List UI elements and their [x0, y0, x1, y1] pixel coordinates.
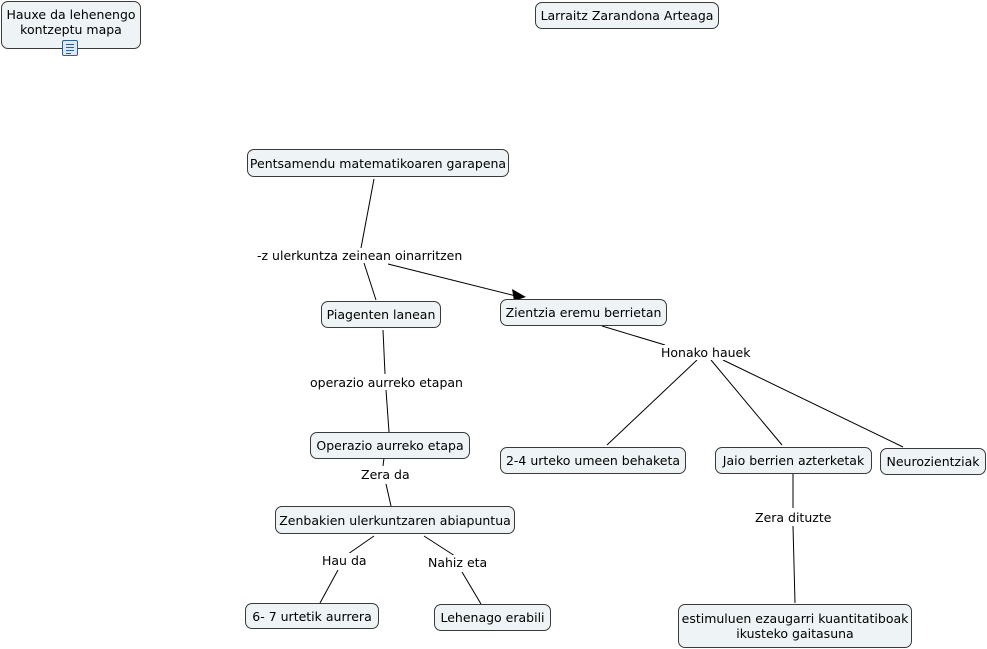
concept-umeak[interactable]: 2-4 urteko umeen behaketa — [500, 447, 686, 474]
link-label-ulerkuntza: -z ulerkuntza zeinean oinarritzen — [255, 248, 465, 263]
arrowhead — [512, 289, 526, 301]
map-title-line-1: Hauxe da lehenengo — [6, 7, 136, 22]
concept-lehenago-text: Lehenago erabili — [440, 610, 545, 625]
author-node[interactable]: Larraitz Zarandona Arteaga — [535, 2, 719, 29]
line-piaget-to-label — [382, 329, 386, 375]
map-title-line-2: kontzeptu mapa — [20, 22, 122, 37]
line-operazio-to-zeradalabel — [382, 457, 385, 467]
line-honakolabel-to-umeak — [606, 359, 698, 446]
concept-estimulu-line-1: estimuluen ezaugarri kuantitatiboak — [681, 611, 909, 626]
concept-adina[interactable]: 6- 7 urtetik aurrera — [245, 603, 379, 629]
line-nahizlabel-to-lehenago — [461, 571, 482, 605]
concept-adina-text: 6- 7 urtetik aurrera — [252, 608, 372, 624]
concept-operazio-etapa[interactable]: Operazio aurreko etapa — [310, 432, 470, 459]
concept-neuro[interactable]: Neurozientziak — [880, 448, 986, 475]
concept-zenbaki[interactable]: Zenbakien ulerkuntzaren abiapuntua — [275, 506, 515, 534]
concept-neuro-text: Neurozientziak — [886, 454, 980, 469]
link-label-zera-da: Zera da — [359, 467, 412, 482]
line-zientzia-to-honakolabel — [601, 325, 666, 346]
line-zeraditlabel-to-estimulu — [792, 525, 796, 604]
author-text: Larraitz Zarandona Arteaga — [540, 8, 714, 23]
concept-lehenago[interactable]: Lehenago erabili — [434, 604, 551, 631]
line-label-to-piaget — [363, 262, 377, 301]
concept-jaio[interactable]: Jaio berrien azterketak — [715, 447, 872, 474]
line-root-to-label — [360, 178, 375, 249]
concept-piaget[interactable]: Piagenten lanean — [321, 301, 441, 328]
concept-estimulu-line-2: ikusteko gaitasuna — [736, 626, 854, 641]
line-honakolabel-to-jaio — [710, 359, 783, 446]
line-zeradalabel-to-zenbaki — [385, 483, 392, 507]
line-honakolabel-to-neuro — [722, 359, 904, 448]
concept-zientzia[interactable]: Zientzia eremu berrietan — [500, 299, 667, 326]
link-label-hau-da: Hau da — [320, 553, 369, 568]
line-label-to-zientzia — [387, 263, 517, 297]
document-icon[interactable] — [62, 40, 78, 56]
concept-zientzia-text: Zientzia eremu berrietan — [505, 305, 662, 320]
line-haudalabel-to-adina — [319, 569, 339, 604]
line-zenbaki-to-haudalabel — [347, 535, 375, 555]
concept-jaio-text: Jaio berrien azterketak — [722, 453, 865, 468]
concept-root[interactable]: Pentsamendu matematikoaren garapena — [247, 149, 509, 177]
line-zenbaki-to-nahizlabel — [423, 535, 456, 557]
link-label-honako: Honako hauek — [659, 345, 753, 360]
concept-piaget-text: Piagenten lanean — [326, 307, 436, 322]
concept-zenbaki-text: Zenbakien ulerkuntzaren abiapuntua — [279, 512, 511, 528]
line-label-to-operazio — [385, 389, 390, 433]
concept-root-text: Pentsamendu matematikoaren garapena — [249, 155, 507, 171]
link-label-nahiz-eta: Nahiz eta — [426, 555, 490, 570]
link-label-operazio: operazio aurreko etapan — [308, 375, 465, 390]
concept-estimulu[interactable]: estimuluen ezaugarri kuantitatiboak ikus… — [678, 604, 912, 648]
concept-operazio-etapa-text: Operazio aurreko etapa — [316, 438, 464, 453]
concept-umeak-text: 2-4 urteko umeen behaketa — [505, 453, 681, 468]
link-label-zera-dituzte: Zera dituzte — [753, 510, 834, 525]
